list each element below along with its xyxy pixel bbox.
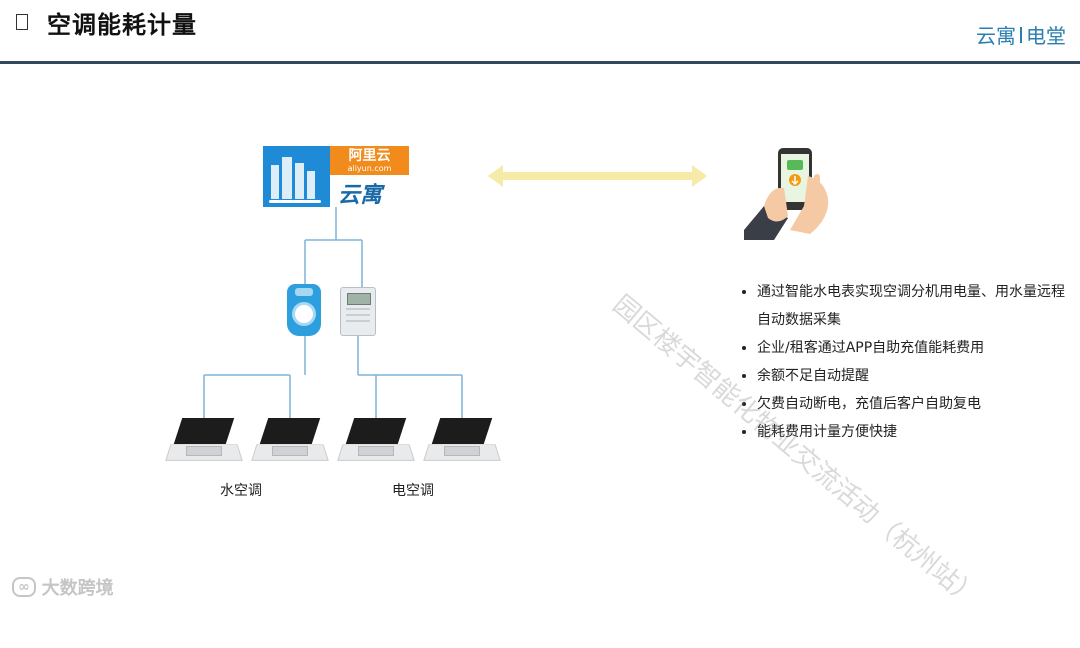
aliyun-name: 阿里云 bbox=[348, 147, 391, 164]
feature-item: 企业/租客通过APP自助充值能耗费用 bbox=[737, 334, 1067, 362]
page-title: 空调能耗计量 bbox=[47, 11, 197, 39]
bidirectional-arrow bbox=[488, 165, 707, 187]
water-meter-lines bbox=[203, 336, 306, 424]
yunyu-name: 云寓 bbox=[338, 182, 383, 208]
diagram-connectors bbox=[203, 165, 707, 424]
water-ac-unit-1-icon bbox=[165, 418, 243, 470]
feature-item: 余额不足自动提醒 bbox=[737, 362, 1067, 390]
phone-hand-icon bbox=[744, 146, 830, 240]
electric-ac-unit-2-icon bbox=[423, 418, 501, 470]
building-icon bbox=[263, 146, 330, 207]
electric-ac-unit-1-icon bbox=[337, 418, 415, 470]
aliyun-url: aliyun.com bbox=[347, 163, 392, 173]
aliyun-badge: 阿里云 aliyun.com bbox=[330, 146, 409, 175]
cloud-to-meter-lines bbox=[304, 207, 363, 289]
cloud-platform-logo: 阿里云 aliyun.com 云寓 bbox=[263, 146, 409, 208]
electric-meter-icon bbox=[340, 287, 376, 336]
feature-item: 通过智能水电表实现空调分机用电量、用水量远程自动数据采集 bbox=[737, 278, 1067, 334]
watermark-logo-icon: ∞ bbox=[12, 577, 36, 597]
header-placeholder-icon bbox=[16, 14, 28, 30]
brand-watermark: ∞ 大数跨境 bbox=[12, 574, 114, 600]
feature-list: 通过智能水电表实现空调分机用电量、用水量远程自动数据采集 企业/租客通过APP自… bbox=[737, 278, 1067, 446]
electric-meter-lines bbox=[357, 336, 463, 424]
feature-item: 能耗费用计量方便快捷 bbox=[737, 418, 1067, 446]
brand-right-text: 电堂 bbox=[1026, 24, 1066, 48]
feature-item: 欠费自动断电，充值后客户自助复电 bbox=[737, 390, 1067, 418]
brand-left-text: 云寓 bbox=[976, 24, 1016, 48]
header-divider bbox=[0, 61, 1080, 64]
watermark-brand-text: 大数跨境 bbox=[41, 578, 114, 599]
water-ac-label: 水空调 bbox=[220, 483, 262, 499]
brand-logo: 云寓 电堂 bbox=[976, 20, 1066, 49]
water-ac-unit-2-icon bbox=[251, 418, 329, 470]
electric-ac-label: 电空调 bbox=[392, 483, 434, 499]
brand-separator bbox=[1020, 26, 1022, 43]
water-meter-icon bbox=[287, 284, 321, 336]
